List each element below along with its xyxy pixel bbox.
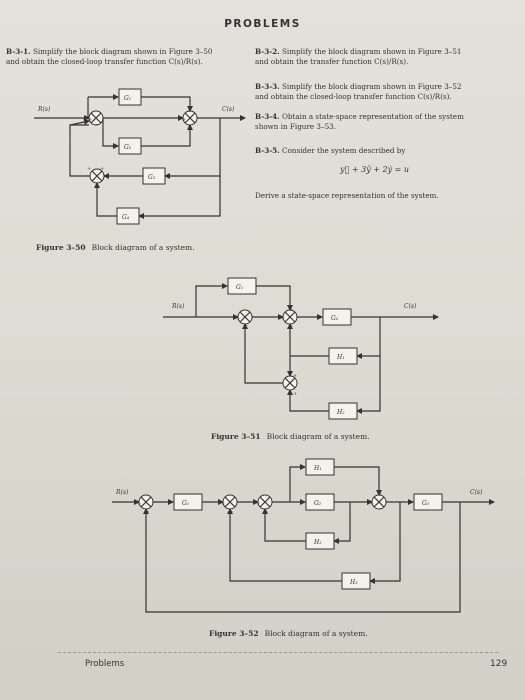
figure-3-51-label: Figure 3–51	[211, 432, 261, 441]
f352-input-label: R(s)	[115, 489, 129, 496]
svg-text:+: +	[137, 501, 141, 507]
problem-b35-id: B-3-5.	[255, 146, 280, 155]
problem-b34-line1: B-3-4. Obtain a state-space representati…	[255, 112, 464, 122]
svg-text:+: +	[281, 316, 285, 322]
problem-b35-text2: Derive a state-space representation of t…	[255, 191, 439, 200]
footer-section-title: Problems	[85, 659, 125, 669]
problem-b32-text2: and obtain the transfer function C(s)/R(…	[255, 57, 409, 66]
f352-h2-label: H₂	[313, 539, 322, 546]
problem-b32-text1: Simplify the block diagram shown in Figu…	[281, 47, 462, 56]
problem-b31-text2: and obtain the closed-loop transfer func…	[6, 57, 203, 66]
f350-input-label: R(s)	[37, 106, 51, 113]
problem-b33-line1: B-3-3. Simplify the block diagram shown …	[255, 82, 462, 92]
problem-b35-text1: Consider the system described by	[281, 146, 406, 155]
svg-text:+: +	[100, 166, 104, 172]
f350-g2-label: G₂	[124, 144, 132, 151]
f352-h1-label: H₁	[313, 465, 322, 472]
f351-output-label: C(s)	[404, 303, 417, 310]
f350-g3-label: G₃	[148, 174, 156, 181]
page-heading: PROBLEMS	[224, 18, 301, 30]
svg-text:+: +	[370, 501, 374, 507]
f351-h1-label: H₁	[336, 354, 345, 361]
f351-h2-label: H₂	[336, 409, 345, 416]
figure-3-51-diagram: + − + + − + +	[163, 277, 439, 420]
svg-text:+: +	[87, 166, 91, 172]
f351-input-label: R(s)	[171, 303, 185, 310]
footer-divider	[58, 652, 498, 653]
f350-g1-label: G₁	[124, 95, 131, 102]
f352-g1-label: G₁	[182, 500, 189, 507]
problem-b32-id: B-3-2.	[255, 47, 280, 56]
f350-output-label: C(s)	[222, 106, 235, 113]
f352-g2-label: G₂	[314, 500, 322, 507]
svg-text:+: +	[88, 117, 92, 123]
svg-text:−: −	[95, 122, 99, 128]
problem-b33-text1: Simplify the block diagram shown in Figu…	[281, 82, 462, 91]
f350-g4-label: G₄	[122, 214, 130, 221]
figure-3-50-diagram: + − + + +	[34, 88, 246, 225]
svg-text:+: +	[293, 391, 297, 397]
problem-b31-id: B-3-1.	[6, 47, 31, 56]
svg-text:+: +	[293, 373, 297, 379]
page-number: 129	[490, 659, 508, 669]
figure-3-52-label: Figure 3–52	[209, 629, 259, 638]
f351-g2-label: G₂	[331, 315, 339, 322]
svg-text:+: +	[256, 501, 260, 507]
problem-b31-line1: B-3-1. Simplify the block diagram shown …	[6, 47, 213, 57]
problem-b33-id: B-3-3.	[255, 82, 280, 91]
problem-b34-text1: Obtain a state-space representation of t…	[281, 112, 464, 121]
problem-b34-id: B-3-4.	[255, 112, 280, 121]
f352-g3-label: G₃	[422, 500, 430, 507]
problem-b31-text1: Simplify the block diagram shown in Figu…	[32, 47, 213, 56]
figure-3-51-caption-text: Block diagram of a system.	[266, 432, 370, 441]
svg-text:+: +	[182, 117, 186, 123]
f351-g1-label: G₁	[236, 284, 243, 291]
problem-b35-line1: B-3-5. Consider the system described by	[255, 146, 405, 156]
figure-3-52-diagram: + − + − + + + +	[112, 458, 495, 613]
figure-3-52-caption-text: Block diagram of a system.	[264, 629, 368, 638]
problem-b33-text2: and obtain the closed-loop transfer func…	[255, 92, 452, 101]
figure-3-50-caption: Figure 3–50 Block diagram of a system.	[36, 243, 195, 252]
figure-3-51-caption: Figure 3–51 Block diagram of a system.	[211, 432, 370, 441]
f352-output-label: C(s)	[470, 489, 483, 496]
svg-text:+: +	[236, 316, 240, 322]
figure-3-50-caption-text: Block diagram of a system.	[91, 243, 195, 252]
svg-text:+: +	[221, 501, 225, 507]
problem-b35-equation: y⃛ + 3ÿ + 2ẏ = u	[340, 165, 410, 174]
figure-3-50-label: Figure 3–50	[36, 243, 86, 252]
problem-b32-line1: B-3-2. Simplify the block diagram shown …	[255, 47, 462, 57]
f352-h3-label: H₃	[349, 579, 358, 586]
problem-b34-text2: shown in Figure 3–53.	[255, 122, 337, 131]
figure-3-52-caption: Figure 3–52 Block diagram of a system.	[209, 629, 368, 638]
